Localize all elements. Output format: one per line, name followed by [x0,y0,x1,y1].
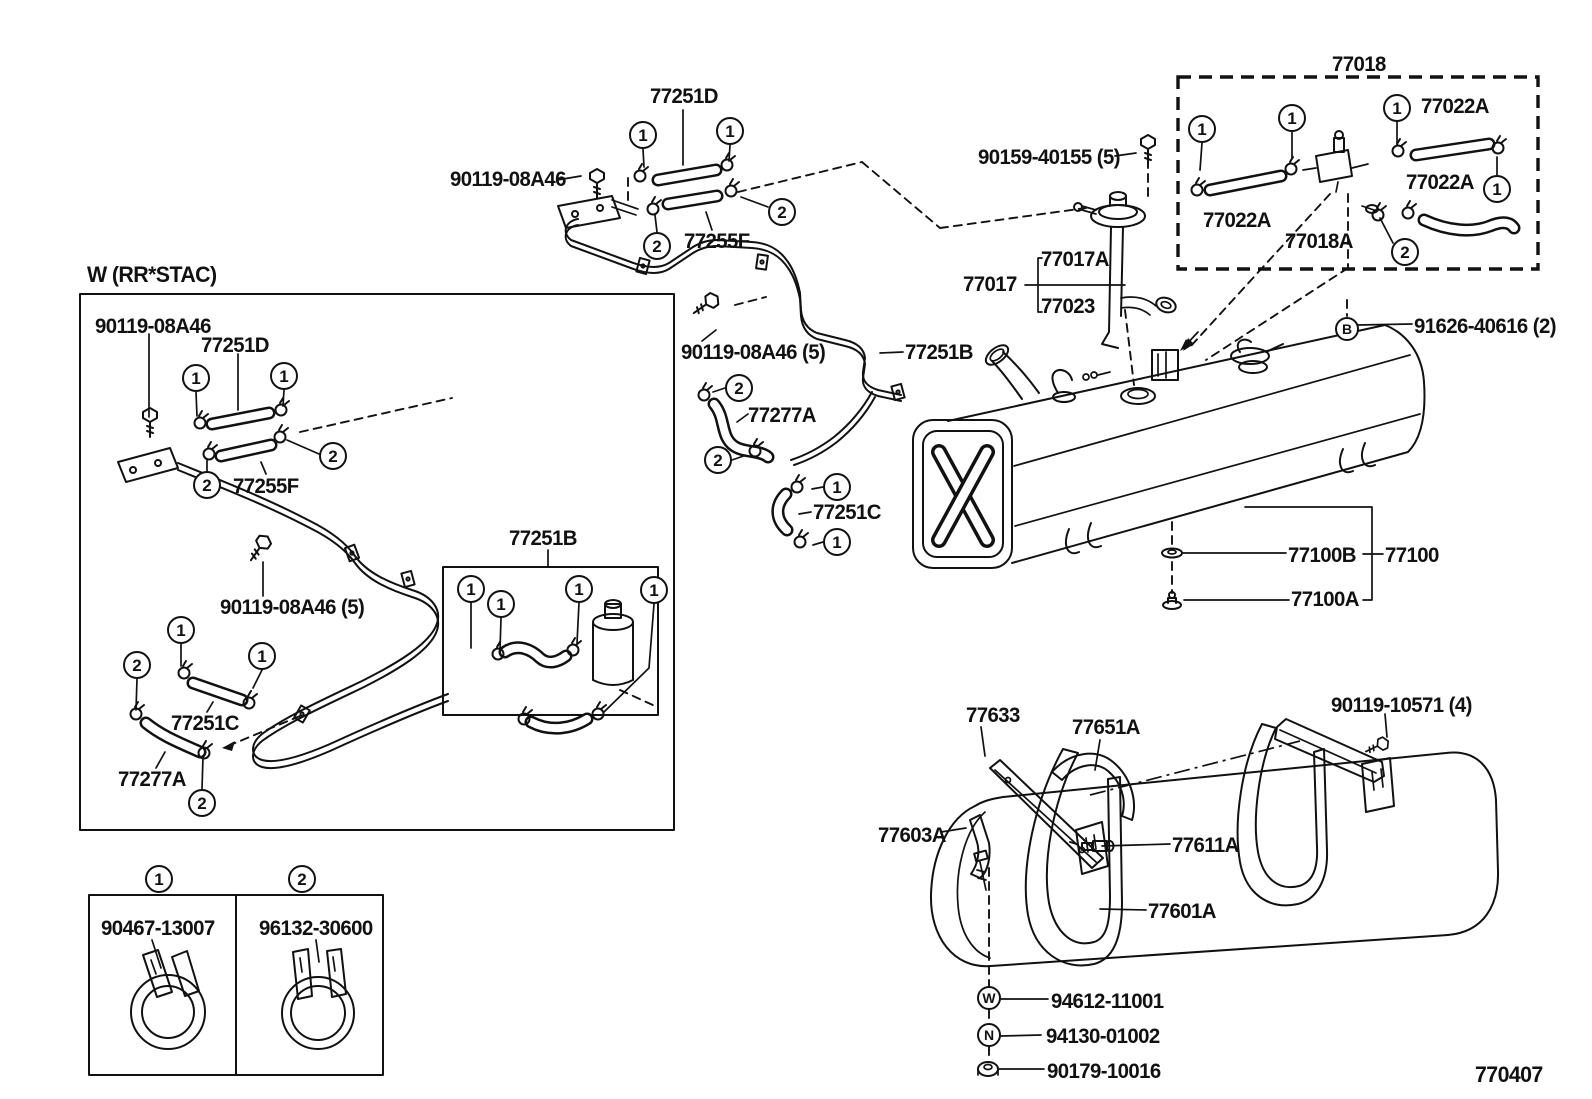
label-90467-13007: 90467-13007 [101,917,215,940]
label-77023: 77023 [1041,295,1095,318]
label-94130-01002: 94130-01002 [1046,1025,1160,1048]
band-77651a [1051,752,1135,821]
callout-2: 2 [1391,238,1419,266]
tank-band-right [1236,723,1329,907]
bracket-right-bar [1274,718,1385,783]
tank-band-77601a [1024,748,1123,967]
label-77018: 77018 [1332,53,1386,76]
label-77651a: 77651A [1072,716,1140,739]
bolt-90119-08a46-center [688,289,723,320]
hook-77603a [969,814,991,879]
label-77251d-top: 77251D [650,85,718,108]
label-77017: 77017 [963,273,1017,296]
label-77251b-center: 77251B [905,341,973,364]
callout-w: W [977,986,1001,1010]
callout-1: 1 [487,590,515,618]
label-96132-30600: 96132-30600 [259,917,373,940]
legend-clamp-art [130,948,355,1050]
label-77251b-box: 77251B [509,527,577,550]
valve-kit-77018 [1190,130,1521,237]
group-box-77018 [1176,75,1540,271]
label-77022a-1: 77022A [1421,95,1489,118]
callout-1: 1 [629,121,657,149]
label-77022a-3: 77022A [1203,209,1271,232]
label-77100: 77100 [1385,544,1439,567]
label-91626-40616: 91626-40616 (2) [1414,315,1556,338]
label-77251d-box: 77251D [201,334,269,357]
label-77277a-box: 77277A [118,768,186,791]
label-77255f-top: 77255F [684,230,750,253]
callout-1: 1 [565,575,593,603]
label-94612-11001: 94612-11001 [1051,990,1164,1013]
callout-b: B [1335,317,1359,341]
label-90119-08a46-top: 90119-08A46 [450,168,567,191]
callout-1: 1 [640,576,668,604]
callout-2: 2 [643,232,671,260]
label-77251c-center: 77251C [813,501,881,524]
bolt-90119-08a46-box [142,407,158,438]
label-90119-08a46-box2: 90119-08A46 (5) [220,596,365,619]
callout-2: 2 [704,446,732,474]
callout-1: 1 [145,865,173,893]
bracket-77633 [989,759,1104,869]
label-77251c-box: 77251C [171,712,239,735]
label-90119-08a46-center: 90119-08A46 (5) [681,341,826,364]
fuel-sender-77017 [1073,134,1177,349]
callout-1: 1 [167,616,195,644]
label-77100b: 77100B [1288,544,1356,567]
figure-number: 770407 [1475,1062,1543,1087]
label-90159-40155: 90159-40155 (5) [978,146,1120,169]
label-77277a-center: 77277A [748,404,816,427]
callout-1: 1 [270,362,298,390]
callout-1: 1 [1278,104,1306,132]
callout-2: 2 [768,198,796,226]
label-77601a: 77601A [1148,900,1216,923]
label-77022a-2: 77022A [1406,171,1474,194]
callout-2: 2 [188,789,216,817]
dashed-lines [222,159,1349,1058]
callout-2: 2 [319,442,347,470]
sub-fuel-tank [929,718,1500,1077]
callout-1: 1 [823,528,851,556]
label-77017a: 77017A [1041,248,1109,271]
variant-box-internals [117,397,634,770]
bolt-90119-10571 [1362,734,1392,758]
callout-1: 1 [1483,175,1511,203]
label-77633: 77633 [966,704,1020,727]
label-variant-header: W (RR*STAC) [87,262,217,287]
bolt-90159-40155 [1140,134,1156,165]
label-90119-08a46-box: 90119-08A46 [95,315,212,338]
label-77255f-box: 77255F [233,475,299,498]
callout-2: 2 [123,651,151,679]
label-77611a: 77611A [1172,834,1239,857]
label-77100a: 77100A [1291,588,1359,611]
top-tube-assembly [557,152,906,402]
callout-1: 1 [716,117,744,145]
main-fuel-tank [912,324,1426,610]
label-90119-10571: 90119-10571 (4) [1331,694,1472,717]
legend-table [88,894,384,1076]
callout-2: 2 [193,471,221,499]
callout-1: 1 [1383,94,1411,122]
callout-1: 1 [248,642,276,670]
label-77603a: 77603A [878,824,946,847]
callout-n: N [977,1023,1001,1047]
callout-2: 2 [725,374,753,402]
callout-1: 1 [1188,115,1216,143]
callout-2: 2 [288,865,316,893]
callout-1: 1 [182,364,210,392]
center-pipes [688,289,876,549]
label-77018a: 77018A [1285,230,1353,253]
callout-1: 1 [823,473,851,501]
callout-1: 1 [457,575,485,603]
leader-lines [135,109,1498,1070]
label-90179-10016: 90179-10016 [1047,1060,1161,1083]
variant-box [79,293,675,831]
bolt-90119-08a46-box2 [244,531,275,566]
bolt-90119-08a46-top [589,168,605,199]
